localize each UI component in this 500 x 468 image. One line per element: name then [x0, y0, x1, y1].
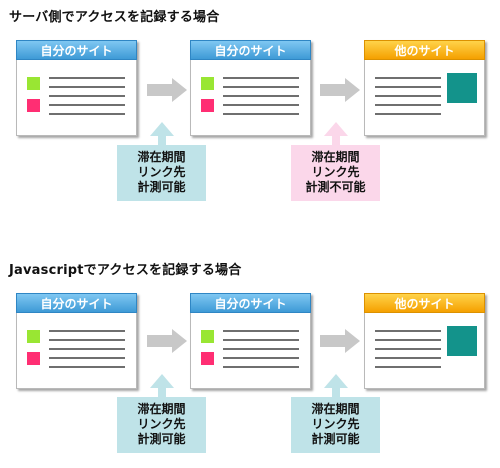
- text-line: [223, 366, 299, 368]
- text-line: [223, 357, 299, 359]
- text-line: [375, 339, 441, 341]
- teal-image: [447, 73, 477, 103]
- note-box-3: [117, 397, 206, 453]
- note-line-duration: 滞在期間: [137, 150, 186, 164]
- text-line: [223, 330, 299, 332]
- text-line: [375, 330, 441, 332]
- note-line-measurable: 計測可能: [137, 432, 186, 446]
- site-window-other: 他のサイト: [364, 293, 485, 389]
- site-window-title: 自分のサイト: [190, 293, 311, 313]
- flow-arrow-right-icon: [147, 78, 187, 102]
- green-block: [27, 330, 40, 343]
- note-line-duration: 滞在期間: [137, 402, 186, 416]
- text-line: [49, 357, 125, 359]
- pink-block: [201, 99, 214, 112]
- site-window-title: 自分のサイト: [16, 40, 137, 60]
- note-line-link: リンク先: [311, 165, 360, 179]
- site-window-title: 他のサイト: [364, 293, 485, 313]
- note-line-measurable: 計測可能: [137, 180, 186, 194]
- site-window-other: 他のサイト: [364, 40, 485, 136]
- pink-block: [27, 352, 40, 365]
- section-1-heading: サーバ側でアクセスを記録する場合: [9, 10, 220, 25]
- teal-image: [447, 326, 477, 356]
- text-line: [49, 330, 125, 332]
- green-block: [27, 77, 40, 90]
- site-window-title: 他のサイト: [364, 40, 485, 60]
- up-arrow-icon: [324, 122, 348, 146]
- flow-arrow-right-icon: [320, 78, 360, 102]
- up-arrow-icon: [324, 374, 348, 398]
- flow-arrow-right-icon: [147, 329, 187, 353]
- text-line: [49, 95, 125, 97]
- text-line: [223, 77, 299, 79]
- site-window-own-2: 自分のサイト: [190, 293, 311, 389]
- note-line-not-measurable: 計測不可能: [305, 180, 366, 194]
- note-line-link: リンク先: [137, 165, 186, 179]
- green-block: [201, 330, 214, 343]
- text-line: [375, 366, 441, 368]
- text-line: [223, 348, 299, 350]
- text-line: [49, 86, 125, 88]
- note-label-3: 滞在期間 リンク先 計測可能: [117, 402, 206, 447]
- pink-block: [27, 99, 40, 112]
- note-label-1: 滞在期間 リンク先 計測可能: [117, 150, 206, 195]
- section-2-heading: Javascriptでアクセスを記録する場合: [9, 263, 242, 278]
- note-box-4: [291, 397, 380, 453]
- text-line: [375, 95, 441, 97]
- text-line: [49, 113, 125, 115]
- text-line: [49, 348, 125, 350]
- text-line: [49, 339, 125, 341]
- green-block: [201, 77, 214, 90]
- note-box-1: [117, 145, 206, 201]
- site-window-title: 自分のサイト: [190, 40, 311, 60]
- note-line-measurable: 計測可能: [311, 432, 360, 446]
- text-line: [375, 104, 441, 106]
- flow-arrow-right-icon: [320, 329, 360, 353]
- note-line-duration: 滞在期間: [311, 402, 360, 416]
- text-line: [223, 95, 299, 97]
- text-line: [49, 366, 125, 368]
- text-line: [49, 104, 125, 106]
- text-line: [49, 77, 125, 79]
- note-box-2: [291, 145, 380, 201]
- text-line: [223, 113, 299, 115]
- text-line: [375, 77, 441, 79]
- note-line-duration: 滞在期間: [311, 150, 360, 164]
- text-line: [223, 86, 299, 88]
- text-line: [375, 357, 441, 359]
- text-line: [375, 113, 441, 115]
- pink-block: [201, 352, 214, 365]
- up-arrow-icon: [150, 122, 174, 146]
- site-window-own-1: 自分のサイト: [16, 40, 137, 136]
- text-line: [223, 339, 299, 341]
- site-window-own-2: 自分のサイト: [190, 40, 311, 136]
- note-line-link: リンク先: [137, 417, 186, 431]
- up-arrow-icon: [150, 374, 174, 398]
- text-line: [375, 348, 441, 350]
- text-line: [223, 104, 299, 106]
- site-window-title: 自分のサイト: [16, 293, 137, 313]
- note-label-2: 滞在期間 リンク先 計測不可能: [291, 150, 380, 195]
- site-window-own-1: 自分のサイト: [16, 293, 137, 389]
- text-line: [375, 86, 441, 88]
- note-line-link: リンク先: [311, 417, 360, 431]
- note-label-4: 滞在期間 リンク先 計測可能: [291, 402, 380, 447]
